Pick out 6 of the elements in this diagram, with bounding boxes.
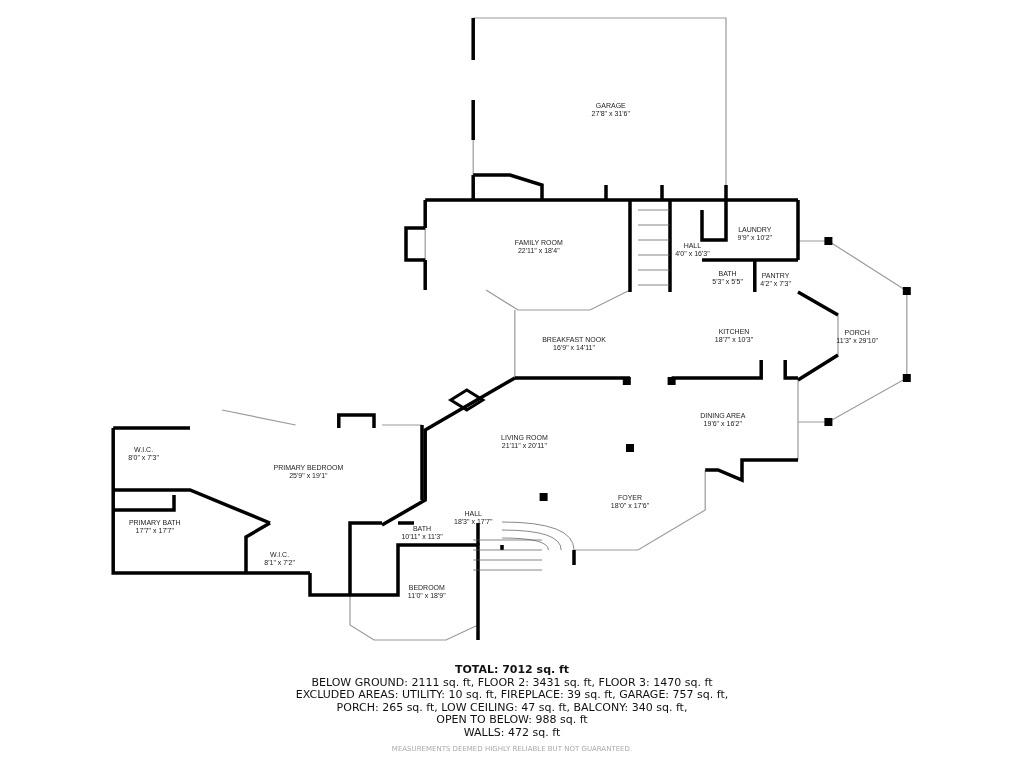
area-summary-line: EXCLUDED AREAS: UTILITY: 10 sq. ft, FIREPLACE: 39 sq. ft, GARAGE: 757 sq. ft, <box>295 689 729 701</box>
total-area: TOTAL: 7012 sq. ft <box>454 664 570 676</box>
area-summary-line: PORCH: 265 sq. ft, LOW CEILING: 47 sq. ft, BALCONY: 340 sq. ft, <box>336 701 688 714</box>
area-summary-line: OPEN TO BELOW: 988 sq. ft <box>436 714 588 726</box>
area-summary-line: BELOW GROUND: 2111 sq. ft, FLOOR 2: 3431 sq. ft, FLOOR 3: 1470 sq. ft <box>311 676 713 689</box>
area-summary-line: WALLS: 472 sq. ft <box>463 726 561 739</box>
